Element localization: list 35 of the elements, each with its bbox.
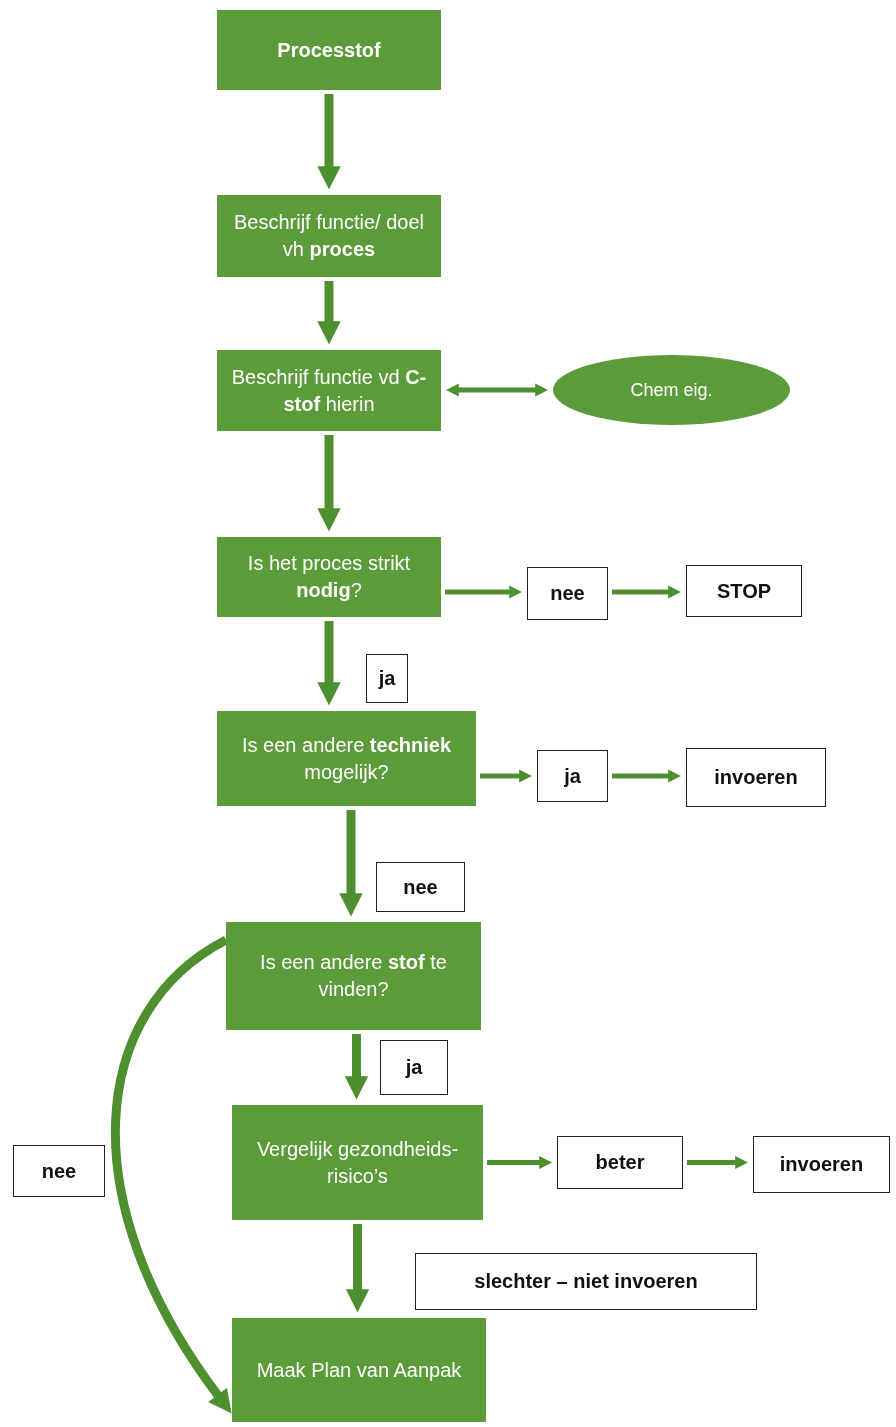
arrow <box>339 810 363 917</box>
process-box: Is een andere stof te vinden? <box>226 922 481 1030</box>
arrow <box>612 585 682 599</box>
outcome-box: STOP <box>686 565 802 617</box>
arrow <box>480 769 533 783</box>
arrow <box>487 1156 553 1169</box>
outcome-box: nee <box>376 862 465 912</box>
outcome-box: nee <box>527 567 608 620</box>
process-box: Vergelijk gezondheids- risico’s <box>232 1105 483 1220</box>
arrow <box>317 94 341 190</box>
arrow <box>317 435 341 532</box>
process-box: Beschrijf functie vd C-stof hierin <box>217 350 441 431</box>
arrow <box>111 936 231 1415</box>
arrow <box>445 585 523 599</box>
outcome-box: ja <box>380 1040 448 1095</box>
outcome-box: beter <box>557 1136 683 1189</box>
outcome-box: ja <box>537 750 608 802</box>
outcome-box: nee <box>13 1145 105 1197</box>
process-box: Is het proces strikt nodig? <box>217 537 441 617</box>
arrow <box>317 281 341 345</box>
arrow <box>317 621 341 706</box>
arrow <box>445 383 549 397</box>
outcome-box: invoeren <box>753 1136 890 1193</box>
arrow <box>345 1224 370 1313</box>
process-box: Beschrijf functie/ doel vh proces <box>217 195 441 277</box>
process-box: Processtof <box>217 10 441 90</box>
outcome-box: invoeren <box>686 748 826 807</box>
arrow <box>687 1156 749 1169</box>
outcome-box: slechter – niet invoeren <box>415 1253 757 1310</box>
property-ellipse: Chem eig. <box>553 355 790 425</box>
outcome-box: ja <box>366 654 408 703</box>
process-box: Is een andere techniek mogelijk? <box>217 711 476 806</box>
process-box: Maak Plan van Aanpak <box>232 1318 486 1422</box>
arrow <box>344 1034 369 1100</box>
arrow <box>612 769 682 783</box>
